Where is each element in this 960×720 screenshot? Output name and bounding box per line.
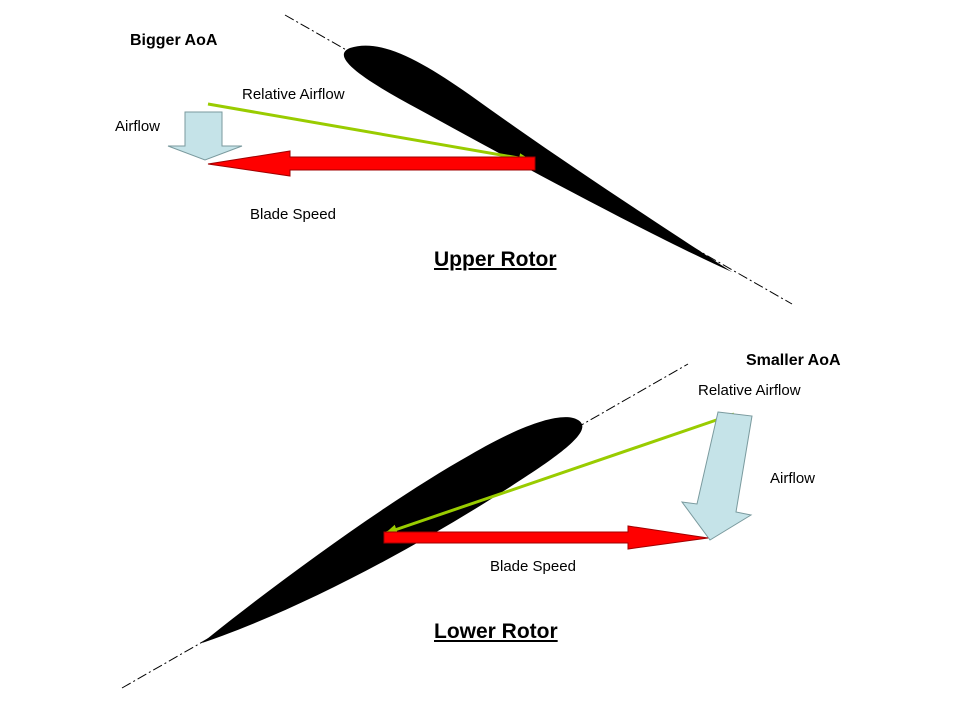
lower-airflow-label: Airflow [770,470,816,487]
upper-blade [343,45,732,272]
upper-blade-speed-arrow [207,150,536,177]
upper-airflow-arrow [167,111,243,161]
upper-blade-speed-label: Blade Speed [250,206,336,223]
lower-airflow-arrow [680,411,753,541]
lower-rotor-title: Lower Rotor [434,620,558,643]
upper-rotor-title: Upper Rotor [434,248,557,271]
lower-blade-speed-label: Blade Speed [490,558,576,575]
lower-aoa-label: Smaller AoA [746,352,841,369]
upper-aoa-label: Bigger AoA [130,32,218,49]
lower-relative-airflow-label: Relative Airflow [698,382,801,399]
upper-relative-airflow-arrow [207,102,531,164]
upper-airflow-label: Airflow [115,118,161,135]
lower-relative-airflow-arrow [385,412,735,535]
lower-blade-speed-arrow [383,525,709,550]
upper-relative-airflow-label: Relative Airflow [242,86,345,103]
